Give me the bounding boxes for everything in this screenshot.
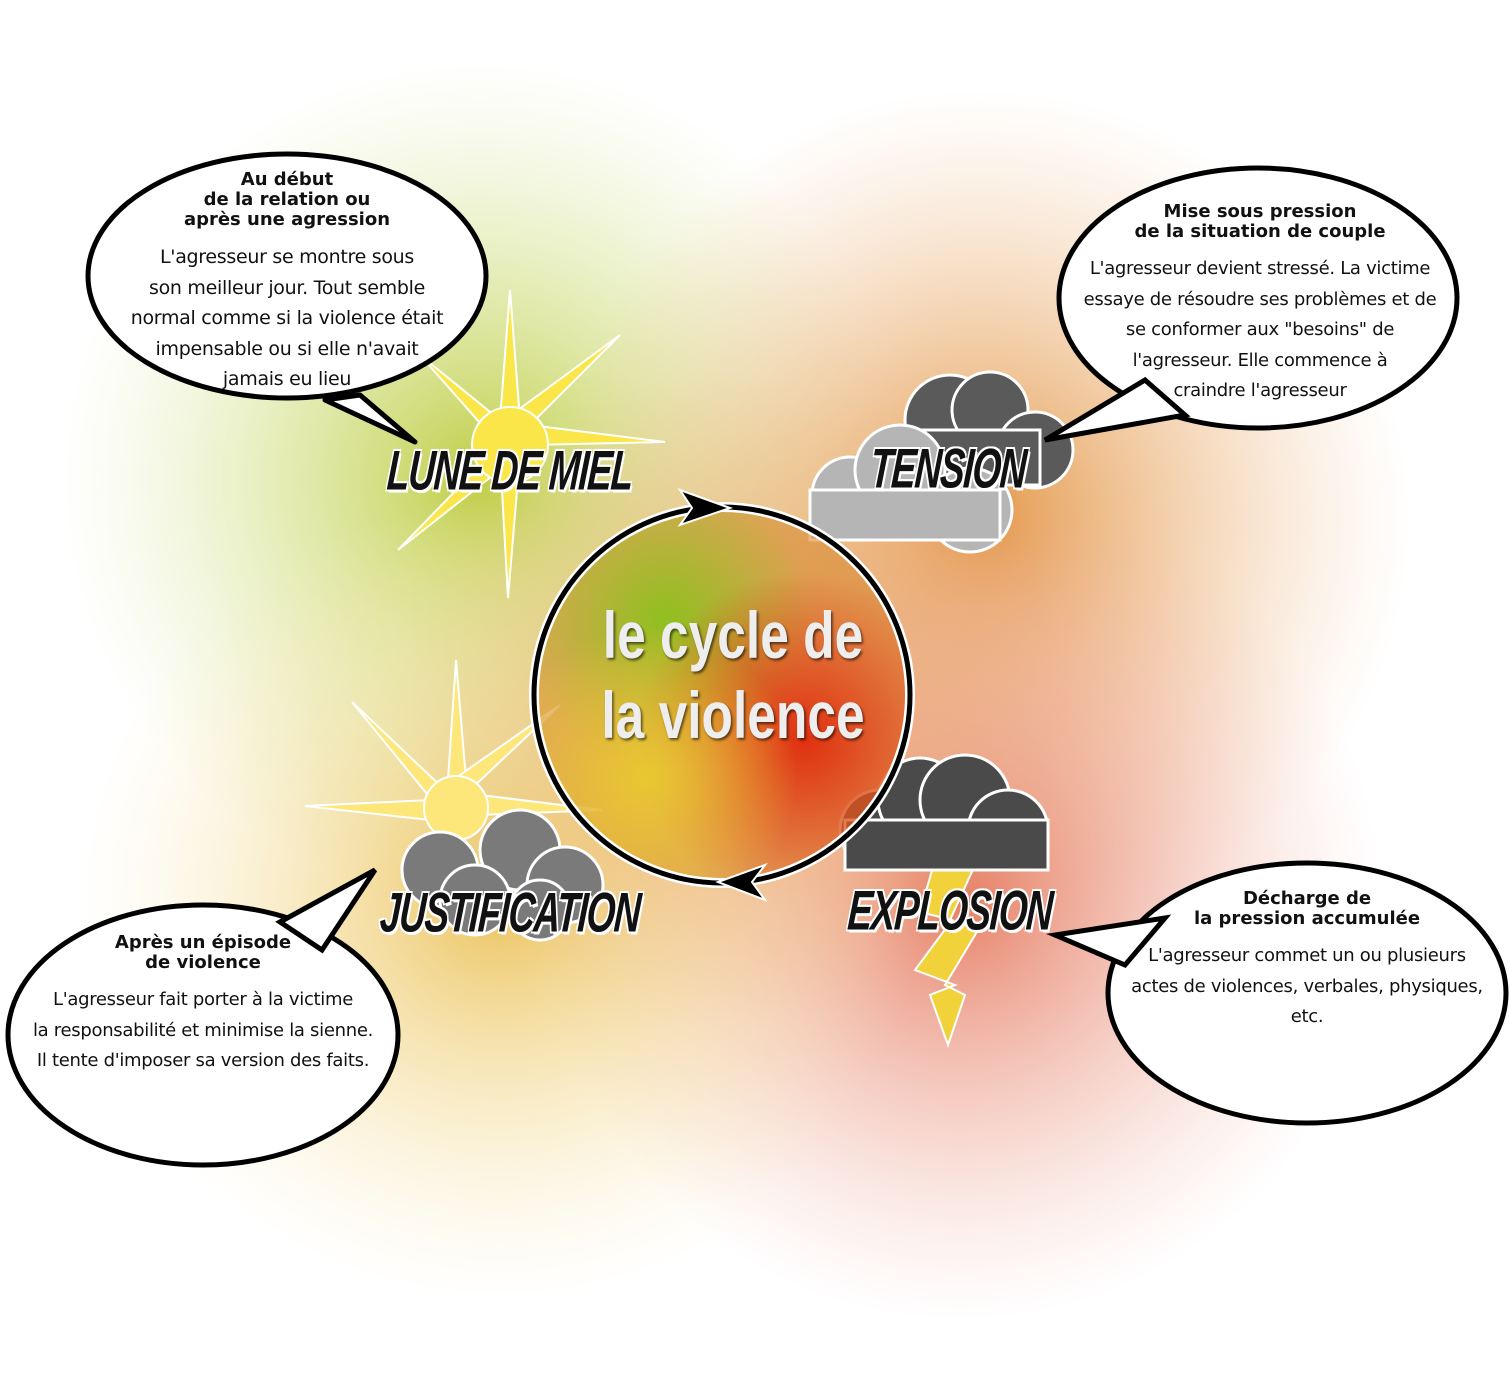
body-line: normal comme si la violence était bbox=[130, 307, 444, 329]
body-line: L'agresseur fait porter à la victime bbox=[52, 989, 354, 1010]
center-title-line2: la violence bbox=[601, 678, 865, 752]
bubble-text-honeymoon: Au début de la relation ou après une agr… bbox=[107, 170, 467, 395]
heading-line: Mise sous pression bbox=[1163, 201, 1357, 222]
cycle-circle bbox=[529, 502, 915, 888]
bubble-text-justification: Après un épisode de violence L'agresseur… bbox=[10, 933, 396, 1077]
bubble-text-explosion: Décharge de la pression accumulée L'agre… bbox=[1112, 889, 1502, 1033]
body-line: se conformer aux "besoins" de bbox=[1125, 319, 1395, 340]
bubble-body: L'agresseur fait porter à la victime la … bbox=[10, 985, 396, 1077]
body-line: L'agresseur se montre sous bbox=[159, 246, 415, 268]
body-line: etc. bbox=[1290, 1006, 1324, 1027]
heading-line: de violence bbox=[145, 952, 261, 973]
heading-line: Après un épisode bbox=[114, 932, 292, 953]
heading-line: après une agression bbox=[183, 209, 391, 230]
arrow-top-icon bbox=[677, 488, 734, 527]
bubble-heading: Décharge de la pression accumulée bbox=[1112, 889, 1502, 929]
bubble-honeymoon bbox=[85, 151, 489, 445]
center-title-line1: le cycle de bbox=[602, 598, 864, 672]
body-line: la responsabilité et minimise la sienne. bbox=[32, 1019, 374, 1041]
bubble-heading: Au début de la relation ou après une agr… bbox=[107, 170, 467, 230]
body-line: L'agresseur commet un ou plusieurs bbox=[1148, 945, 1466, 966]
body-line: impensable ou si elle n'avait bbox=[155, 337, 419, 360]
phase-label-justification: JUSTIFICATION bbox=[378, 880, 642, 944]
bubble-text-tension: Mise sous pression de la situation de co… bbox=[1060, 202, 1460, 407]
heading-line: Décharge de bbox=[1242, 888, 1372, 909]
heading-line: de la situation de couple bbox=[1134, 221, 1386, 242]
heading-line: Au début bbox=[240, 169, 334, 190]
body-line: actes de violences, verbales, physiques, bbox=[1131, 975, 1483, 997]
body-line: craindre l'agresseur bbox=[1173, 380, 1347, 401]
sun-icon bbox=[397, 289, 666, 599]
heading-line: de la relation ou bbox=[203, 189, 371, 210]
bubble-explosion bbox=[1045, 860, 1509, 1126]
phase-label-honeymoon: LUNE DE MIEL bbox=[385, 438, 635, 502]
body-line: essaye de résoudre ses problèmes et de bbox=[1083, 288, 1437, 310]
cloud-icon bbox=[808, 370, 1075, 554]
bubble-body: L'agresseur se montre sous son meilleur … bbox=[107, 242, 467, 395]
arrow-bottom-icon bbox=[715, 862, 768, 903]
bubble-heading: Mise sous pression de la situation de co… bbox=[1060, 202, 1460, 242]
bubble-justification bbox=[5, 867, 401, 1168]
center-title: le cycle de la violence bbox=[601, 595, 864, 755]
body-line: L'agresseur devient stressé. La victime bbox=[1089, 258, 1431, 279]
body-line: Il tente d'imposer sa version des faits. bbox=[36, 1050, 370, 1071]
heading-line: la pression accumulée bbox=[1193, 908, 1421, 929]
bubble-tension bbox=[1043, 165, 1460, 443]
body-line: son meilleur jour. Tout semble bbox=[149, 276, 425, 299]
body-line: l'agresseur. Elle commence à bbox=[1132, 349, 1388, 371]
bubble-heading: Après un épisode de violence bbox=[10, 933, 396, 973]
phase-label-tension: TENSION bbox=[868, 436, 1028, 500]
phase-label-explosion: EXPLOSION bbox=[845, 878, 1055, 942]
body-line: jamais eu lieu bbox=[222, 368, 352, 390]
bubble-body: L'agresseur commet un ou plusieurs actes… bbox=[1112, 941, 1502, 1033]
bubble-body: L'agresseur devient stressé. La victime … bbox=[1060, 254, 1460, 407]
